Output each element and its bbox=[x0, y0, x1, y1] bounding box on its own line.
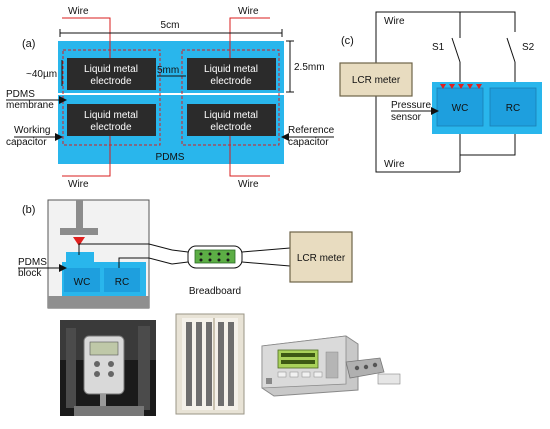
pressure-sensor-label-1: Pressure bbox=[391, 100, 431, 111]
wire-segment bbox=[460, 11, 516, 32]
wire-label-top: Wire bbox=[384, 16, 405, 27]
wire-breadboard-lcr bbox=[241, 261, 291, 267]
wc-label: WC bbox=[452, 103, 469, 114]
lcr-meter-label: LCR meter bbox=[297, 253, 346, 264]
force-gauge-head bbox=[60, 228, 98, 235]
panel-a-label: (a) bbox=[22, 38, 35, 50]
switch-s1-label: S1 bbox=[432, 42, 445, 53]
panel-b-label: (b) bbox=[22, 204, 35, 216]
pdms-label: PDMS bbox=[156, 152, 185, 163]
switch-s2-label: S2 bbox=[522, 42, 535, 53]
working-capacitor-label-1: Working bbox=[14, 125, 51, 136]
wc-block bbox=[436, 87, 484, 127]
wire-label-bottom-right: Wire bbox=[238, 179, 259, 190]
pdms-membrane-label-1: PDMS bbox=[6, 89, 35, 100]
wire-top-right bbox=[229, 17, 270, 58]
wire-bottom-left bbox=[62, 136, 111, 177]
wire-wc bbox=[78, 243, 173, 255]
rc-block bbox=[104, 268, 140, 292]
working-capacitor-label-2: capacitor bbox=[6, 137, 47, 148]
electrode-label-2: electrode bbox=[90, 76, 132, 87]
panel-c-label: (c) bbox=[341, 35, 354, 47]
reference-capacitor-label-2: capacitor bbox=[288, 137, 329, 148]
height-dimension-label: 2.5mm bbox=[294, 62, 325, 73]
wire-label-bottom: Wire bbox=[384, 159, 405, 170]
pdms-block-label-1: PDMS bbox=[18, 257, 47, 268]
reference-capacitor-label-1: Reference bbox=[288, 125, 335, 136]
panel-c: (c) Wire Wire S1 S2 LCR meter WC RC bbox=[339, 11, 542, 173]
photo-breadboard bbox=[175, 313, 245, 415]
lcr-meter-label: LCR meter bbox=[352, 75, 401, 86]
electrode-label-2: electrode bbox=[210, 76, 252, 87]
lcr-meter-box bbox=[339, 62, 413, 97]
wc-label: WC bbox=[74, 277, 91, 288]
wire-top bbox=[375, 11, 460, 63]
wc-block bbox=[64, 268, 100, 292]
pdms-membrane-label-2: membrane bbox=[6, 100, 54, 111]
wire-segment bbox=[171, 249, 189, 253]
breadboard-strip bbox=[194, 249, 236, 264]
electrode-bottom-left bbox=[67, 104, 156, 136]
electrode-top-right bbox=[187, 58, 276, 90]
electrode-top-left bbox=[67, 58, 156, 90]
electrode-label-1: Liquid metal bbox=[204, 110, 258, 121]
electrode-label-1: Liquid metal bbox=[204, 64, 258, 75]
electrode-bottom-right bbox=[187, 104, 276, 136]
panel-a: (a) Liquid metal electrode Liquid metal … bbox=[6, 6, 335, 190]
wire-bottom-right bbox=[229, 136, 270, 177]
pressure-sensor-label-2: sensor bbox=[391, 112, 422, 123]
rc-block bbox=[489, 87, 537, 127]
electrode-label-2: electrode bbox=[210, 122, 252, 133]
pressure-arrows bbox=[440, 84, 482, 89]
panel-b: (b) WC RC PDMS block Breadboard bbox=[18, 199, 353, 309]
width-dimension-label: 5cm bbox=[161, 20, 180, 31]
stage-base bbox=[48, 296, 149, 308]
wire-rc bbox=[118, 257, 173, 268]
pdms-block-label-2: block bbox=[18, 268, 42, 279]
lcr-meter-box bbox=[289, 231, 353, 283]
wire-top-left bbox=[62, 17, 111, 58]
wire-segment bbox=[459, 130, 516, 156]
wire-segment bbox=[171, 261, 189, 265]
wire-label-top-right: Wire bbox=[238, 6, 259, 17]
press-arrow bbox=[73, 237, 85, 246]
photo-lcr-meter bbox=[261, 335, 401, 397]
wire-breadboard-lcr bbox=[241, 247, 291, 253]
rc-label: RC bbox=[115, 277, 129, 288]
force-gauge-shaft bbox=[76, 200, 83, 228]
switch-s1 bbox=[451, 37, 461, 63]
electrode-label-1: Liquid metal bbox=[84, 64, 138, 75]
gap-label: 5mm bbox=[157, 65, 179, 76]
wire-label-top-left: Wire bbox=[68, 6, 89, 17]
electrode-label-1: Liquid metal bbox=[84, 110, 138, 121]
pdms-block bbox=[66, 252, 94, 264]
electrode-label-2: electrode bbox=[90, 122, 132, 133]
wire-label-bottom-left: Wire bbox=[68, 179, 89, 190]
breadboard-holes bbox=[199, 252, 230, 262]
rc-label: RC bbox=[506, 103, 520, 114]
thickness-label: ~40µm bbox=[26, 69, 57, 80]
wire-bottom bbox=[375, 96, 460, 173]
breadboard-label: Breadboard bbox=[189, 286, 241, 297]
photo-force-gauge bbox=[60, 320, 156, 416]
switch-s2 bbox=[506, 37, 516, 63]
